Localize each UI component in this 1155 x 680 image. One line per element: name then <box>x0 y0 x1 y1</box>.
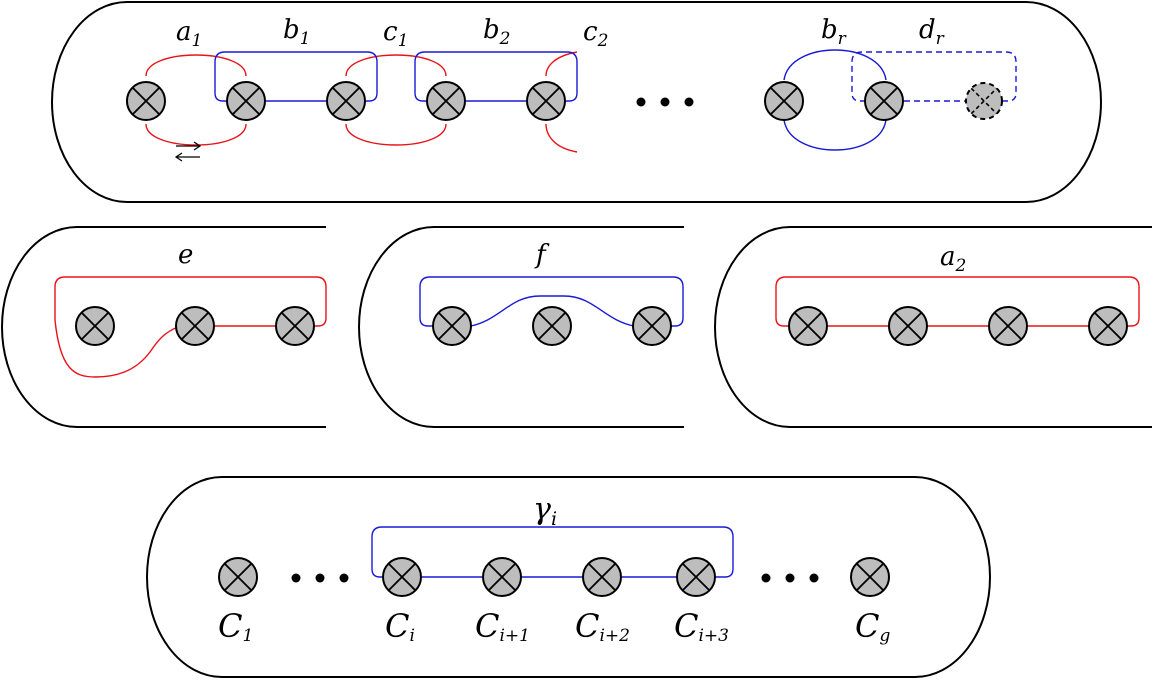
crosscap-icon <box>426 81 466 121</box>
crosscap-icon <box>226 81 266 121</box>
label-crosscap-i-plus-1: Ci+1 <box>475 607 530 646</box>
label-e: e <box>178 240 193 270</box>
panel-a2: a2 <box>714 226 1152 428</box>
ellipsis-icon <box>291 573 349 583</box>
crosscap-icon <box>888 306 928 346</box>
curve-c1 <box>345 54 447 146</box>
crosscap-icon <box>676 557 716 597</box>
crosscap-icon <box>632 306 672 346</box>
curve-a1 <box>145 54 247 146</box>
label-crosscap-1: C1 <box>218 607 253 646</box>
curve-b1 <box>214 51 378 102</box>
crosscap-icon <box>526 81 566 121</box>
curve-a2 <box>775 276 1140 327</box>
dashed-crosscap-icon <box>965 82 1003 120</box>
crosscap-icon <box>482 557 522 597</box>
crosscap-icon <box>175 306 215 346</box>
label-crosscap-i-plus-3: Ci+3 <box>674 607 729 646</box>
label-b1: b1 <box>283 15 310 49</box>
label-crosscap-i-plus-2: Ci+2 <box>575 607 630 646</box>
surface-outline-bottom <box>146 476 991 678</box>
crosscap-icon <box>988 306 1028 346</box>
crosscap-icon <box>75 306 115 346</box>
label-gamma-i: γi <box>533 492 557 530</box>
curve-br <box>783 49 887 151</box>
panel-top: a1 b1 c1 b2 c2 br dr <box>51 1 1102 203</box>
label-crosscap-i: Ci <box>385 607 415 646</box>
curve-f <box>419 276 684 327</box>
label-a1: a1 <box>176 17 202 51</box>
surface-outline-f <box>358 226 684 428</box>
label-c2: c2 <box>583 17 608 51</box>
surface-outline-e <box>1 226 326 428</box>
crosscap-icon <box>864 81 904 121</box>
curve-gamma-i <box>371 526 734 578</box>
curve-dr <box>851 51 1017 102</box>
curve-e <box>54 276 327 378</box>
crosscap-icon <box>326 81 366 121</box>
orientation-arrows-icon <box>174 141 202 162</box>
label-f: f <box>534 240 550 270</box>
panel-f: f <box>358 226 684 428</box>
ellipsis-icon <box>761 573 819 583</box>
surface-outline-top <box>51 1 1102 203</box>
crosscap-icon <box>582 557 622 597</box>
crosscap-icon <box>432 306 472 346</box>
crosscap-icon <box>275 306 315 346</box>
crosscap-icon <box>382 557 422 597</box>
crosscap-icon <box>850 557 890 597</box>
crosscap-icon <box>764 81 804 121</box>
crosscap-icon <box>1088 306 1128 346</box>
crosscap-icon <box>218 557 258 597</box>
panel-e: e <box>1 226 327 428</box>
label-br: br <box>821 15 847 49</box>
label-c1: c1 <box>383 17 408 51</box>
label-b2: b2 <box>483 15 510 49</box>
crosscap-icon <box>788 306 828 346</box>
label-dr: dr <box>919 15 945 49</box>
crosscap-icon <box>532 306 572 346</box>
panel-bottom: γi C1 Ci Ci+1 Ci+2 Ci+3 Cg <box>146 476 991 678</box>
crosscap-icon <box>126 81 166 121</box>
ellipsis-icon <box>636 97 694 107</box>
label-a2: a2 <box>940 242 966 276</box>
curve-b2 <box>414 51 578 102</box>
label-crosscap-g: Cg <box>855 607 890 646</box>
surface-outline-a2 <box>714 226 1152 428</box>
